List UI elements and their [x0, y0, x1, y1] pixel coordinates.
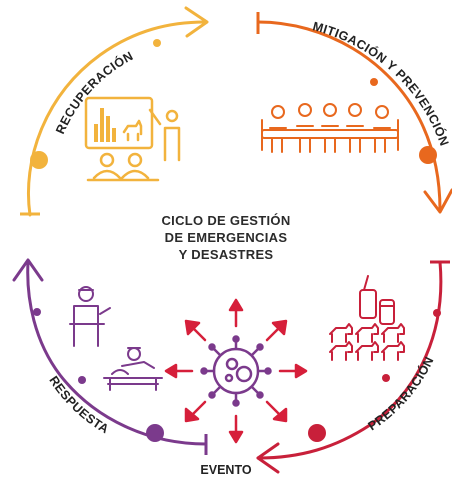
respuesta-dot-small-2	[33, 308, 41, 316]
mitigacion-arc	[256, 12, 452, 214]
dogs-and-radio-icon	[329, 275, 405, 361]
event-arrows	[164, 298, 308, 444]
meeting-table-icon	[261, 103, 399, 153]
recuperacion-dot-small	[153, 39, 161, 47]
preparacion-arc	[256, 260, 450, 474]
preparacion-label: PREPARACIÓN	[366, 354, 437, 433]
respuesta-label: RESPUESTA	[46, 374, 111, 437]
respuesta-dot-large	[146, 424, 164, 442]
mitigacion-dot-large	[419, 146, 437, 164]
recuperacion-dot-large	[30, 151, 48, 169]
preparacion-dot-small	[433, 309, 441, 317]
preparacion-dot-large	[308, 424, 326, 442]
mitigacion-dot-small	[370, 78, 378, 86]
preparacion-dot-small-2	[382, 374, 390, 382]
cycle-title: CICLO DE GESTIÓN DE EMERGENCIAS Y DESAST…	[126, 212, 326, 263]
recuperacion-label: RECUPERACIÓN	[53, 49, 135, 136]
respuesta-arc	[12, 258, 208, 455]
virus-icon	[200, 335, 272, 407]
evento-label: EVENTO	[200, 463, 252, 477]
title-line-1: CICLO DE GESTIÓN	[161, 213, 291, 228]
respuesta-dot-small	[78, 376, 86, 384]
recuperacion-arc	[20, 6, 209, 217]
presentation-board-icon	[84, 96, 181, 182]
rescue-medical-icon	[69, 286, 163, 391]
title-line-3: Y DESASTRES	[178, 247, 274, 262]
title-line-2: DE EMERGENCIAS	[164, 230, 288, 245]
